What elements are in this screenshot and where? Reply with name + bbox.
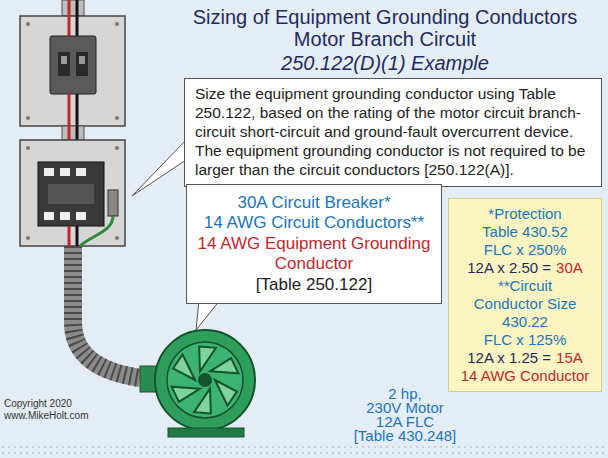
callout-box: *ProtectionTable 430.52FLC x 250%12A x 2…	[448, 198, 602, 392]
fan-vane	[173, 354, 195, 380]
panel-enclosure	[20, 16, 125, 126]
fan-vane	[215, 380, 237, 406]
callout-text: FLC x 250%	[453, 241, 597, 259]
motor-starter	[20, 140, 125, 246]
callout-text: 12A x 2.50 =	[467, 259, 551, 276]
fan-vane	[194, 389, 211, 414]
contactor	[38, 162, 104, 226]
callout-box: 30A Circuit Breaker*14 AWG Circuit Condu…	[186, 184, 442, 304]
title: Sizing of Equipment Grounding Conductors…	[170, 6, 600, 50]
motor	[140, 330, 255, 437]
callout-text: 30A Circuit Breaker*	[193, 193, 435, 213]
callout-text: FLC x 125%	[453, 331, 597, 349]
callout-box: Size the equipment grounding conductor u…	[184, 78, 602, 187]
callout-text: 12A x 1.25 =	[467, 349, 551, 366]
callout-text: 15A	[556, 349, 583, 366]
conduit	[62, 0, 84, 16]
fan-vane	[199, 347, 216, 372]
callout-text: **Circuit	[453, 277, 597, 295]
ground-bar	[108, 190, 118, 216]
callout-text: 430.22	[453, 313, 597, 331]
callout-text: 30A	[556, 259, 583, 276]
flexible-conduit	[73, 246, 140, 378]
motor-text: [Table 430.248]	[340, 428, 470, 445]
callout-text: 14 AWG Equipment Grounding Conductor	[193, 234, 435, 275]
callout-text: 14 AWG Circuit Conductors**	[193, 213, 435, 233]
dotted-strip	[0, 442, 608, 458]
fan-vane	[210, 358, 238, 373]
fan-vane	[172, 387, 200, 402]
circuit-breaker	[50, 36, 96, 94]
subtitle: 250.122(D)(1) Example	[170, 52, 600, 74]
callout-text: Size the equipment grounding conductor u…	[195, 85, 591, 180]
callout-text: Conductor Size	[453, 295, 597, 313]
callout-text: *Protection	[453, 205, 597, 223]
callout-text: 14 AWG Conductor	[453, 367, 597, 385]
copyright: www.MikeHolt.com	[4, 410, 114, 421]
callout-pointer	[132, 140, 186, 196]
conduit	[62, 126, 84, 140]
copyright: Copyright 2020	[4, 398, 104, 409]
callout-text: Table 430.52	[453, 223, 597, 241]
callout-text: [Table 250.122]	[193, 275, 435, 295]
